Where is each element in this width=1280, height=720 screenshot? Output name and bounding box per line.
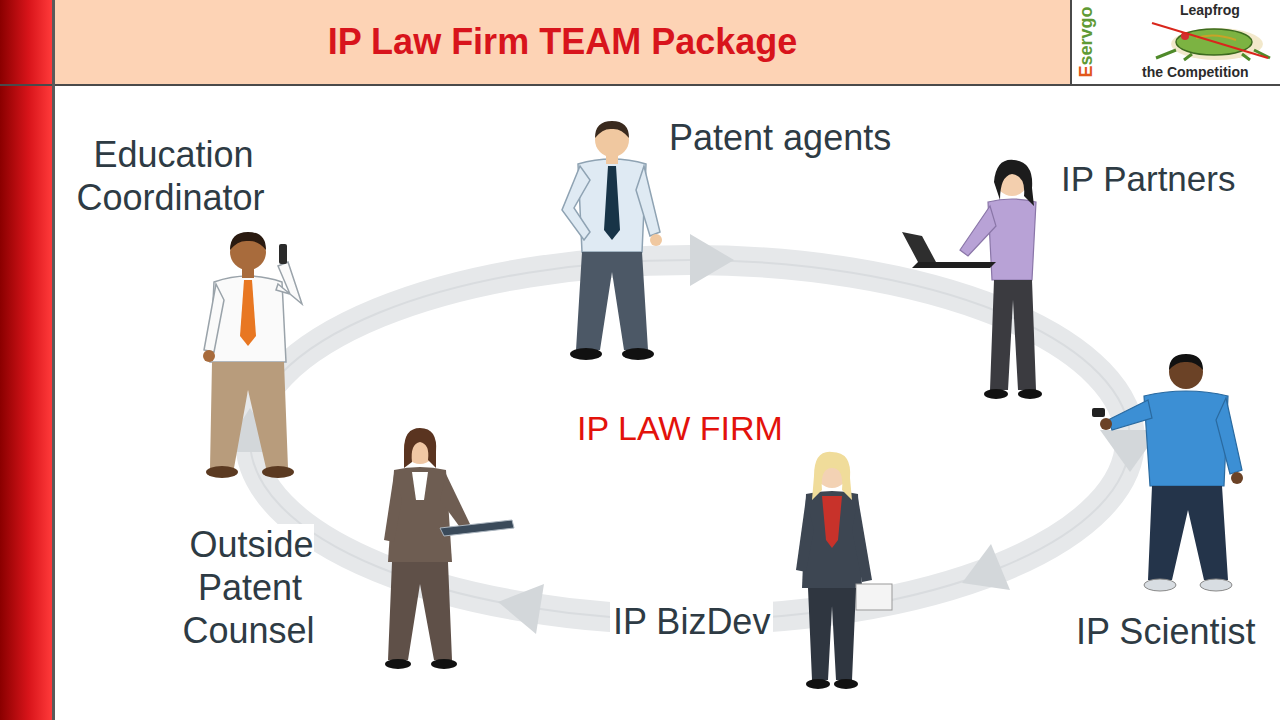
ip-scientist-figure-part: [1169, 354, 1203, 370]
logo-bottom-text: the Competition: [1142, 64, 1249, 81]
ip-partner-figure-part: [984, 389, 1008, 399]
outside-counsel-figure-part: [384, 474, 402, 542]
ip-scientist-figure-part: [1144, 579, 1176, 591]
education-coordinator-figure-part: [262, 466, 294, 478]
cycle-ring-part: [250, 260, 1130, 620]
outside-counsel-figure-part: [440, 474, 470, 530]
ip-partner-figure-part: [988, 199, 1036, 280]
ip-bizdev-figure-part: [856, 584, 892, 610]
education-coordinator-figure-part: [210, 362, 288, 468]
role-label: IP BizDev: [610, 601, 773, 642]
ip-partner-figure-part: [960, 206, 996, 256]
patent-agent-figure-part: [562, 166, 590, 240]
center-label: IP LAW FIRM: [574, 409, 786, 447]
education-coordinator-figure-part: [240, 280, 256, 346]
logo-bottom-text-holder: the Competition: [1142, 63, 1249, 81]
role-label: IP Scientist: [1073, 611, 1258, 652]
patent-agent-figure-part: [576, 252, 648, 350]
education-coordinator-figure-part: [276, 262, 302, 304]
stripe-divider: [0, 84, 55, 86]
ip-partner-figure-part: [994, 160, 1034, 206]
ip-scientist-figure-part: [1231, 472, 1243, 484]
patent-agent-figure-part: [570, 348, 602, 360]
ip-scientist-figure-part: [1216, 398, 1242, 474]
cycle-ring-part: [250, 260, 1130, 620]
title-text: IP Law Firm TEAM Package: [328, 21, 798, 63]
outside-counsel-figure-part: [412, 472, 428, 500]
frog-logo-art-part: [1152, 23, 1268, 58]
ip-bizdev-figure-part: [852, 498, 872, 582]
logo-box: Eservgo Leapfrog the Competition: [1070, 0, 1280, 86]
outside-counsel-figure-part: [431, 659, 457, 669]
role-label-holder: Patent agents: [666, 116, 894, 159]
cycle-ring: [222, 234, 1160, 634]
ip-partner-figure-part: [1018, 389, 1042, 399]
outside-counsel-figure: [384, 428, 514, 669]
ip-scientist-figure-part: [1100, 418, 1112, 430]
ip-partner-figure-part: [990, 280, 1036, 390]
patent-agent-figure-part: [604, 166, 620, 240]
ip-bizdev-figure-part: [796, 498, 814, 572]
patent-agent-figure-part: [650, 234, 662, 246]
outside-counsel-figure-part: [385, 659, 411, 669]
outside-counsel-figure-part: [404, 428, 436, 468]
education-coordinator-figure-part: [206, 466, 238, 478]
cycle-ring-part: [690, 234, 734, 286]
ip-bizdev-figure-part: [808, 588, 856, 680]
patent-agent-figure: [562, 121, 662, 360]
brand-name: Eservgo: [1076, 6, 1096, 77]
ip-bizdev-figure-part: [822, 496, 842, 548]
stripe-edge: [52, 0, 55, 720]
ip-scientist-figure-part: [1144, 391, 1228, 486]
education-coordinator-figure-part: [230, 232, 266, 250]
ip-scientist-figure-part: [1169, 355, 1203, 389]
ip-scientist-figure-part: [1108, 400, 1152, 430]
ip-scientist-figure-part: [1092, 408, 1105, 417]
education-coordinator-figure-part: [203, 350, 215, 362]
role-label: Patent agents: [666, 117, 894, 158]
education-coordinator-figure-part: [204, 284, 224, 352]
patent-agent-figure-part: [636, 166, 660, 236]
outside-counsel-figure-part: [388, 562, 452, 660]
role-label-holder: IP BizDev: [610, 600, 773, 643]
education-coordinator-figure-part: [279, 244, 287, 264]
cycle-ring-part: [498, 584, 544, 634]
red-side-stripe: [0, 0, 52, 720]
role-label-holder: IP Scientist: [1073, 610, 1258, 653]
ip-partner-figure-part: [912, 262, 996, 268]
title-band: IP Law Firm TEAM Package: [55, 0, 1070, 86]
ip-scientist-figure-part: [1200, 579, 1232, 591]
logo-top-text-holder: Leapfrog: [1180, 1, 1240, 19]
ip-bizdev-figure: [796, 452, 892, 689]
logo-top-text: Leapfrog: [1180, 2, 1240, 19]
outside-counsel-figure-part: [440, 520, 514, 536]
cycle-ring-part: [962, 544, 1010, 590]
role-label-holder: Outside Patent Counsel: [168, 523, 332, 653]
role-label: IP Partners: [1058, 159, 1238, 198]
brand-name-holder: Eservgo: [1076, 6, 1096, 77]
patent-agent-figure-part: [595, 121, 629, 138]
role-label: Education Coordinator: [76, 134, 267, 218]
ip-bizdev-figure-part: [806, 679, 830, 689]
ip-bizdev-figure-part: [812, 452, 852, 500]
center-label-holder: IP LAW FIRM: [560, 408, 800, 449]
patent-agent-figure-part: [578, 159, 646, 252]
ip-scientist-figure: [1092, 354, 1243, 591]
ip-scientist-figure-part: [1148, 486, 1228, 580]
role-label: Outside Patent Counsel: [182, 524, 317, 651]
ip-partner-figure-part: [902, 232, 936, 262]
role-label-holder: Education Coordinator: [57, 133, 287, 219]
ip-partner-figure: [902, 160, 1042, 399]
patent-agent-figure-part: [622, 348, 654, 360]
ip-bizdev-figure-part: [834, 679, 858, 689]
education-coordinator-figure-part: [210, 276, 286, 362]
role-label-holder: IP Partners: [1058, 158, 1238, 200]
education-coordinator-figure: [203, 232, 302, 478]
